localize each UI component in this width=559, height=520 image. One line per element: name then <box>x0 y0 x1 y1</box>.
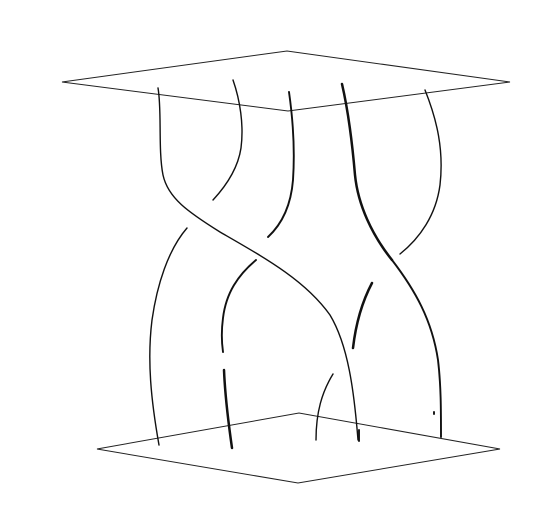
braid-strand-5-top <box>399 89 442 255</box>
braid-strand-2-top <box>212 79 243 201</box>
braid-strand-3-mid <box>220 259 257 353</box>
braid-strand-1-upper <box>157 87 359 441</box>
braid-strand-3-top <box>267 91 295 238</box>
braid-strand-4-upper <box>340 82 394 262</box>
top-plane <box>61 50 511 112</box>
braid-strand-5-bottom <box>315 373 334 441</box>
bottom-plane <box>96 412 501 484</box>
braid-strand-3-bottom <box>222 368 234 450</box>
braid-strand-4-lower <box>391 259 442 438</box>
braid-strand-5-mid <box>351 281 374 350</box>
braid-strand-2-bottom <box>149 227 188 446</box>
